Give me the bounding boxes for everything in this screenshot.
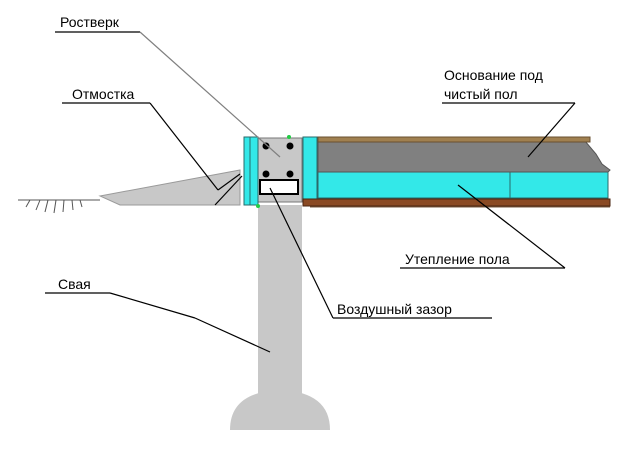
label-pile: Свая [58,276,91,292]
label-grillage: Ростверк [60,14,119,30]
subfloor-board [302,198,611,207]
label-subfloor-base-line2: чистый пол [444,86,518,102]
floor-insulation-slab [317,171,511,199]
label-air-gap: Воздушный зазор [337,301,452,317]
label-floor-insulation: Утепление пола [405,251,510,267]
leader-lines [45,31,576,353]
floor-base-slab [317,140,611,173]
pile-shaft [258,205,302,395]
label-blind-area: Отмостка [72,86,135,102]
rebar-dots [262,142,294,178]
air-gap-box [259,179,299,195]
blind-area-shape [98,169,241,206]
floor-insulation-slab [509,171,609,199]
floor-top-strip [317,136,591,143]
pile-base-bulb [230,390,330,430]
inner-insulation-strip [302,136,318,202]
outer-insulation-strip [243,136,259,206]
label-subfloor-base-line1: Основание под [444,67,543,83]
ground-surface [18,199,100,214]
